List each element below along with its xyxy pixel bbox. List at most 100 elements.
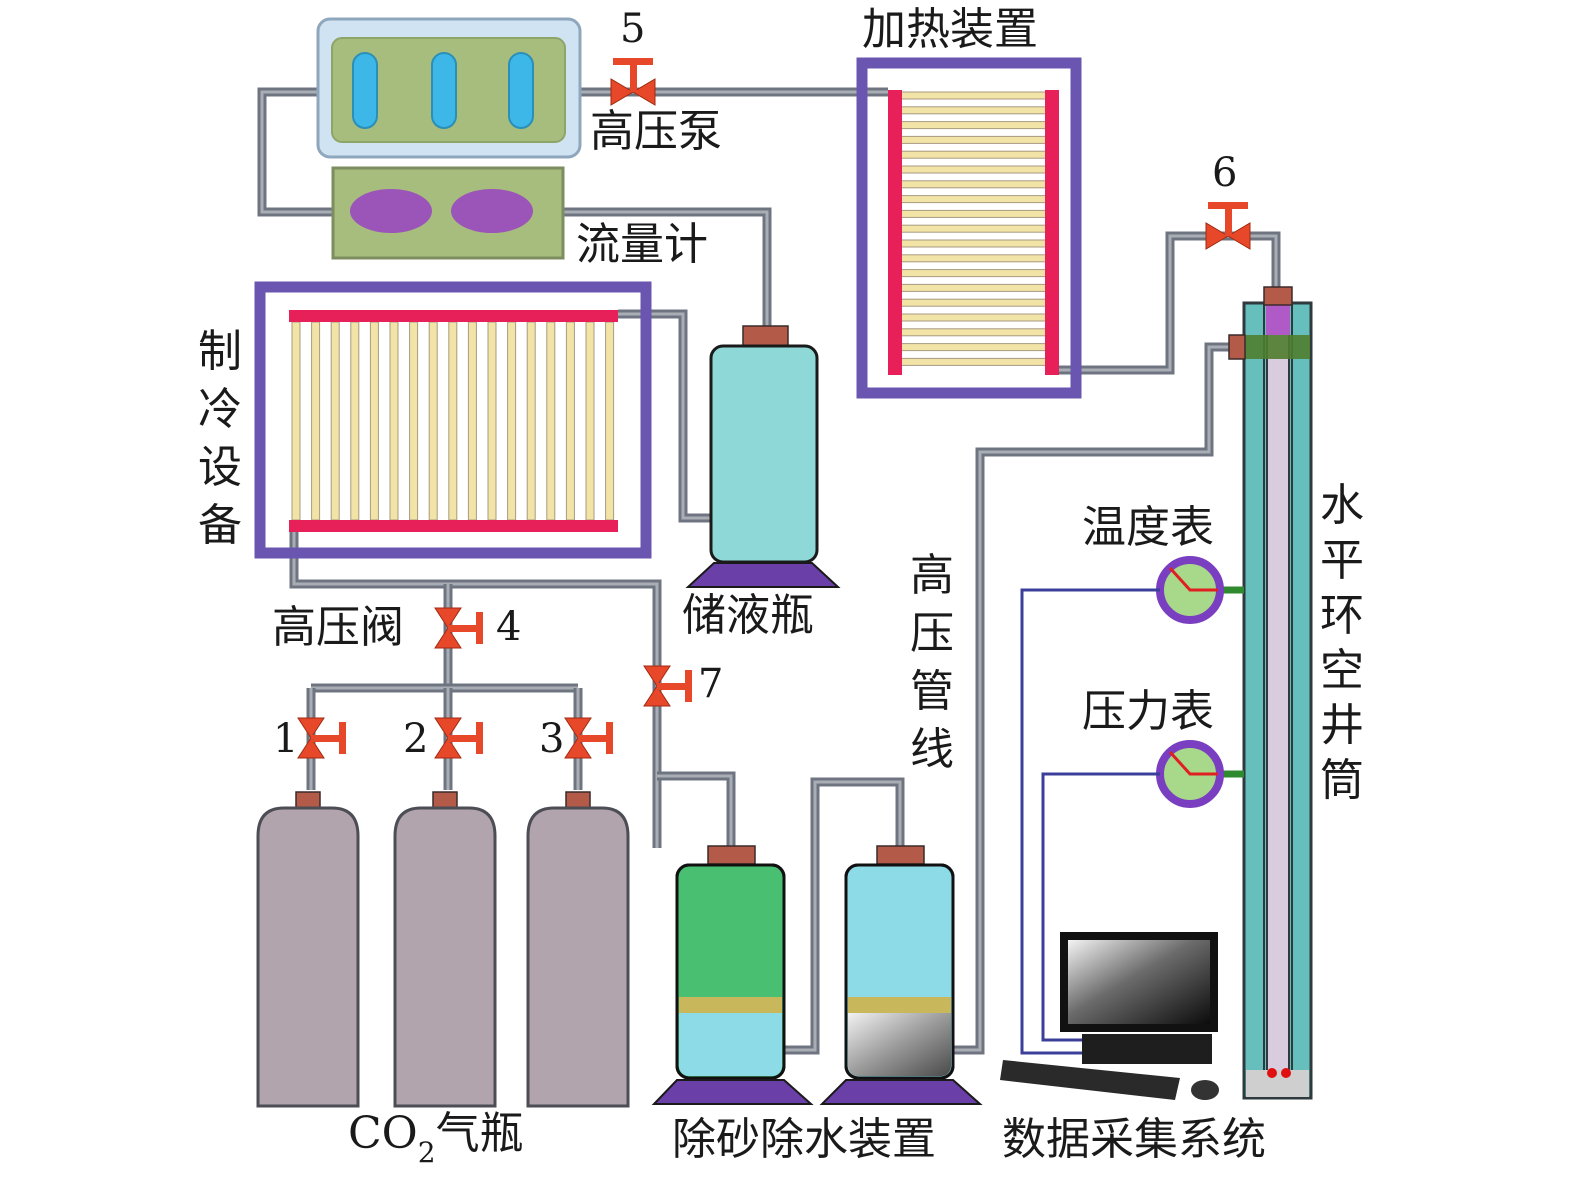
valve-7[interactable] [643,665,692,707]
refrigeration-tubes [291,321,615,521]
svg-text:环: 环 [1320,590,1364,641]
cylinder-body [393,806,497,1108]
computer-base [1082,1034,1212,1064]
refrigeration-tube [428,321,438,521]
pipe-highlight [657,774,733,846]
heater-tube [899,150,1048,159]
label-temperature-gauge: 温度表 [1082,502,1214,553]
flowmeter[interactable] [331,166,565,260]
high-pressure-pump[interactable] [316,17,582,159]
data-acquisition-computer[interactable] [1000,932,1219,1100]
refrigeration-tube [467,321,477,521]
valve-handle [606,722,613,754]
valve-handle [1208,202,1248,209]
valve-5[interactable] [610,58,656,106]
svg-text:筒: 筒 [1320,755,1364,806]
valve-body-bottom [297,737,325,759]
storage-tank-body [709,344,819,564]
svg-text:线: 线 [910,724,954,775]
co2-cylinder-1[interactable] [256,791,360,1108]
pipe-segment [657,771,736,846]
heater-tube [899,298,1048,307]
svg-text:管: 管 [910,666,954,717]
label-separator: 除砂除水装置 [672,1114,936,1165]
refrigeration-tube [448,321,458,521]
heater-tube [899,313,1048,322]
pipe-highlight [260,90,333,214]
valve-2-number: 2 [403,716,428,762]
heating-device[interactable] [856,57,1082,399]
valve-body-top [297,717,325,739]
separator-b-base [819,1079,983,1105]
refrigeration-equipment[interactable] [254,281,652,559]
separator-a-sand-band [679,997,782,1013]
heater-tube [899,269,1048,278]
labels: 高压泵 流量计 加热装置 储液瓶 高压阀 CO2气瓶 除砂除水装置 温度表 压力… [198,4,1364,1169]
valve-stem [578,735,608,742]
storage-tank[interactable] [685,325,841,588]
separator-a-cap [707,845,756,865]
storage-tank-base [685,562,841,588]
wellbore-inner-pipe [1266,302,1290,1099]
valve-body-bottom [434,627,462,649]
refrigeration-tube [487,321,497,521]
refrigeration-tube [585,321,595,521]
refrigeration-bar-bottom [289,520,618,532]
heater-tube [899,343,1048,352]
flowmeter-dial-2 [451,189,533,233]
valve-stem [448,625,478,632]
valve-body-top [564,717,592,739]
horizontal-annulus-wellbore[interactable] [1228,286,1313,1100]
refrigeration-tube [369,321,379,521]
refrigeration-tube [350,321,360,521]
valve-6[interactable] [1205,202,1251,250]
heater-tube [899,195,1048,204]
refrigeration-tube [389,321,399,521]
valve-handle [339,722,346,754]
refrigeration-tube [565,321,575,521]
refrigeration-tube [507,321,517,521]
svg-text:空: 空 [1320,645,1364,696]
valve-body-top [434,607,462,629]
refrigeration-tube [526,321,536,521]
valve-7-number: 7 [698,661,723,707]
valve-3[interactable] [564,717,613,759]
sand-water-separator[interactable] [651,845,983,1105]
valve-3-number: 3 [539,716,564,762]
valve-1[interactable] [297,717,346,759]
valve-body-left [1205,222,1229,250]
heater-tube [899,328,1048,337]
refrigeration-tube [330,321,340,521]
temperature-gauge-needle [1168,566,1218,592]
wellbore-side-port [1228,334,1246,360]
pump-window-1 [352,52,378,129]
co2-cylinder-2[interactable] [393,791,497,1108]
flowmeter-dial-1 [350,189,432,233]
pipe-segment [618,309,711,523]
heater-tube [899,135,1048,144]
valves [297,58,1251,759]
label-flowmeter: 流量计 [576,219,708,270]
valve-stem [630,62,637,92]
svg-text:设: 设 [198,442,242,493]
heater-tube [899,91,1048,100]
svg-text:制: 制 [198,326,242,377]
temperature-gauge[interactable] [1156,556,1244,624]
heater-bar-left [888,90,902,375]
valve-body-top [643,665,671,687]
svg-text:压: 压 [910,608,954,659]
valve-2[interactable] [434,717,483,759]
valve-body-right [632,78,656,106]
pressure-gauge[interactable] [1156,740,1244,808]
svg-text:平: 平 [1320,535,1364,586]
label-hp-line: 高 压 管 线 [910,550,954,775]
wellbore-inlet-chamber [1266,305,1290,335]
wellbore-top-cap [1263,286,1293,306]
valve-4[interactable] [434,607,483,649]
refrigeration-tube [605,321,615,521]
heater-tube [899,209,1048,218]
valve-body-bottom [643,685,671,707]
cylinder-body [256,806,360,1108]
co2-cylinder-3[interactable] [526,791,630,1108]
